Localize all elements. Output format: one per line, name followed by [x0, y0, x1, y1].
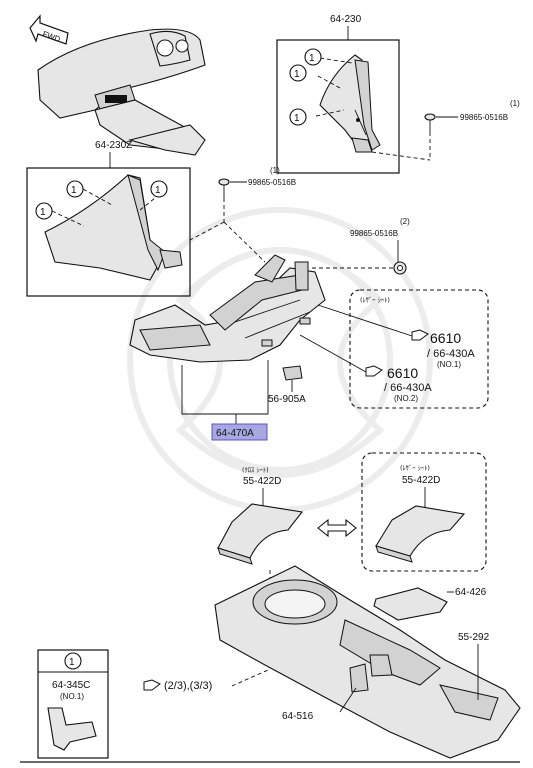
double-arrow-icon [317, 518, 357, 538]
reference-part: / 66-430A [384, 382, 432, 394]
side-panel-64-230z [44, 174, 183, 281]
note-label: (ﾚｻﾞｰ ｼｰﾄ) [360, 296, 390, 304]
dashboard-overview [37, 28, 206, 156]
reference-link[interactable]: 6610 [387, 365, 418, 381]
part-label-bolt: 99865-0516B [248, 178, 296, 187]
mat-cloth [217, 503, 304, 565]
pointing-hand-icon[interactable] [365, 365, 383, 377]
callout-circle: 1 [64, 652, 82, 670]
svg-text:1: 1 [69, 657, 75, 668]
part-label-64-230: 64-230 [330, 14, 362, 25]
callout-circle: 1 [66, 180, 84, 198]
side-panel-64-230 [319, 54, 381, 153]
part-label-55-422d: 55-422D [402, 475, 440, 486]
fwd-arrow-icon: FWD [29, 14, 69, 45]
page-reference-link[interactable]: (2/3),(3/3) [164, 680, 212, 692]
mat-leather [375, 505, 466, 563]
highlighted-part-label-box[interactable] [211, 423, 268, 441]
reference-link[interactable]: 6610 [430, 330, 461, 346]
svg-text:1: 1 [309, 53, 315, 64]
reference-part: / 66-430A [427, 348, 475, 360]
svg-text:1: 1 [40, 207, 46, 218]
callout-circle: 1 [304, 48, 322, 66]
part-box-64-230 [276, 39, 400, 174]
center-console [214, 565, 521, 759]
callout-circle: 1 [289, 64, 307, 82]
part-label-55-292: 55-292 [458, 632, 490, 643]
bolt-icon [424, 113, 436, 132]
note-label: (ｸﾛｽ ｼｰﾄ) [242, 466, 269, 474]
callout-circle: 1 [289, 108, 307, 126]
part-label-bolt: 99865-0516B [460, 113, 508, 122]
svg-text:1: 1 [294, 69, 300, 80]
part-box-64-230z [26, 167, 191, 297]
bolt-icon [218, 178, 230, 198]
qty-label: (2) [400, 217, 410, 226]
qty-label: (1) [270, 166, 280, 175]
clip-56-905a [282, 365, 303, 381]
legend-no: (NO.1) [60, 692, 84, 701]
callout-circle: 1 [35, 202, 53, 220]
lid-64-426 [373, 587, 448, 621]
note-label: (ﾚｻﾞｰ ｼｰﾄ) [400, 464, 430, 472]
svg-text:1: 1 [294, 113, 300, 124]
reference-no: (NO.2) [394, 394, 418, 403]
console-bracket [129, 254, 326, 363]
reference-no: (NO.1) [437, 360, 461, 369]
part-label-64-516: 64-516 [282, 711, 314, 722]
part-label-64-230z: 64-230Z [95, 140, 132, 151]
leather-sheet-box [361, 452, 487, 572]
part-label-bolt: 99865-0516B [350, 229, 398, 238]
part-label-56-905a: 56-905A [268, 394, 306, 405]
pointing-hand-icon[interactable] [143, 679, 161, 691]
clip-icon [393, 261, 407, 275]
svg-text:1: 1 [155, 185, 161, 196]
part-label-64-345c: 64-345C [52, 680, 90, 691]
qty-label: (1) [510, 99, 520, 108]
leather-ref-box [349, 289, 489, 409]
svg-text:1: 1 [71, 185, 77, 196]
part-label-64-470a[interactable]: 64-470A [216, 428, 254, 439]
callout-circle: 1 [150, 180, 168, 198]
part-label-55-422d: 55-422D [243, 476, 281, 487]
part-label-64-426: 64-426 [455, 587, 487, 598]
clip-64-345c [47, 707, 97, 751]
pointing-hand-icon[interactable] [411, 329, 429, 341]
legend-box [37, 649, 109, 759]
